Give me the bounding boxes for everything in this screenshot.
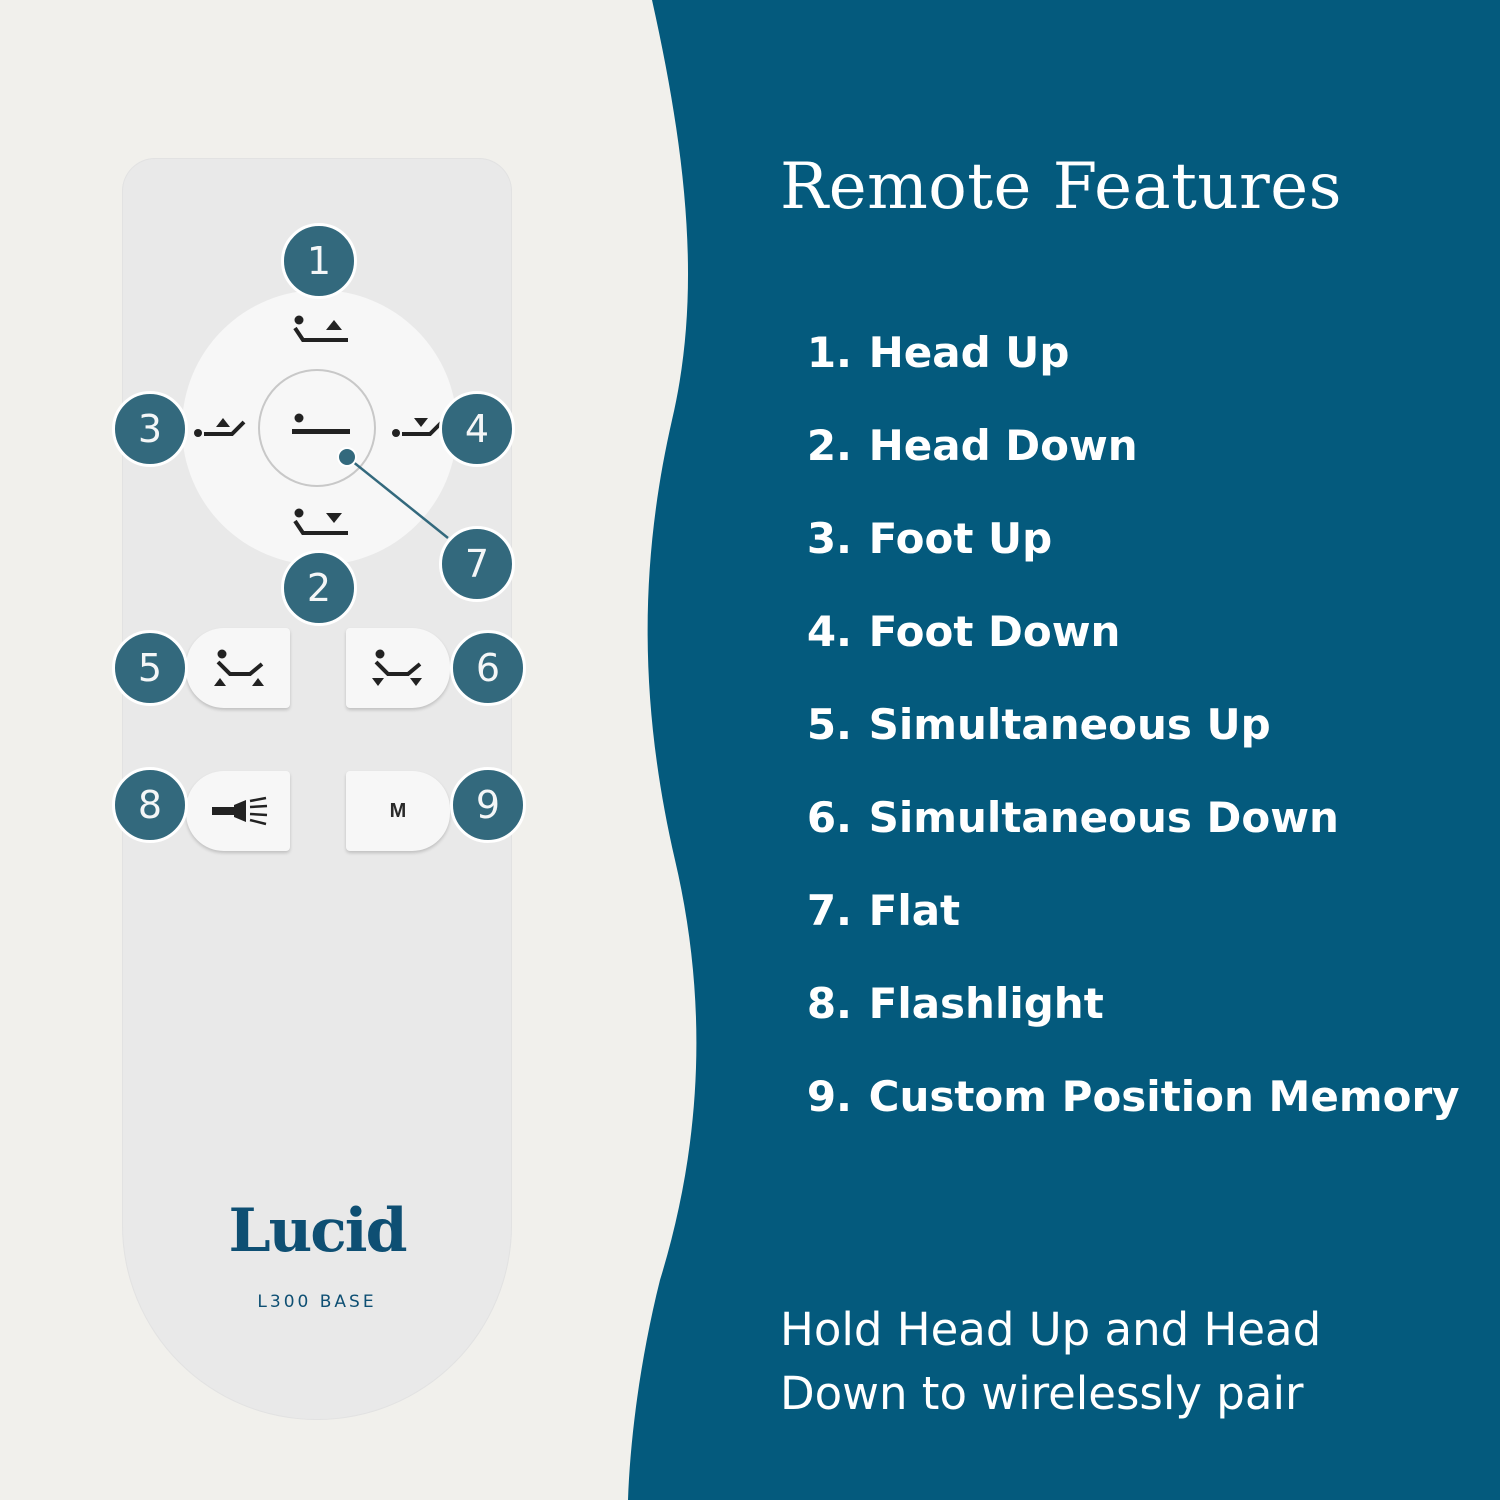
badge-7: 7 [439,526,515,602]
badge-5: 5 [112,630,188,706]
feature-item: 1. Head Up [780,328,1460,421]
feature-list: 1. Head Up 2. Head Down 3. Foot Up 4. Fo… [780,328,1460,1165]
badge-2: 2 [281,550,357,626]
feature-number: 8. [806,979,852,1028]
head-up-icon [293,315,348,342]
model-label: L300 BASE [257,1292,377,1312]
memory-button[interactable]: M [346,771,450,851]
flashlight-button[interactable] [186,771,290,851]
simultaneous-up-button[interactable] [186,628,290,708]
pairing-note-line-1: Hold Head Up and Head [780,1303,1322,1356]
feature-label: Foot Up [868,514,1053,563]
badge-9: 9 [450,767,526,843]
feature-item: 4. Foot Down [780,607,1460,700]
feature-item: 9. Custom Position Memory [780,1072,1460,1165]
flat-icon [292,413,350,434]
foot-up-icon [194,418,246,437]
feature-label: Foot Down [868,607,1121,656]
panel-title: Remote Features [780,150,1342,224]
feature-label: Flat [868,886,961,935]
simultaneous-up-icon [214,649,264,686]
simultaneous-down-button[interactable] [346,628,450,708]
badge-4: 4 [439,391,515,467]
feature-item: 6. Simultaneous Down [780,793,1460,886]
feature-item: 8. Flashlight [780,979,1460,1072]
feature-label: Simultaneous Up [868,700,1271,749]
brand-logo: Lucid [228,1196,407,1266]
feature-item: 5. Simultaneous Up [780,700,1460,793]
foot-down-icon [392,418,444,437]
feature-label: Flashlight [868,979,1104,1028]
feature-label: Head Up [868,328,1070,377]
feature-number: 9. [806,1072,852,1121]
memory-key-label: M [389,800,407,822]
feature-label: Simultaneous Down [868,793,1339,842]
feature-label: Custom Position Memory [868,1072,1460,1121]
feature-number: 4. [806,607,852,656]
pairing-note: Hold Head Up and Head Down to wirelessly… [780,1298,1420,1426]
feature-item: 2. Head Down [780,421,1460,514]
feature-number: 1. [806,328,852,377]
feature-number: 7. [806,886,852,935]
feature-number: 2. [806,421,852,470]
badge-3: 3 [112,391,188,467]
badge-6: 6 [450,630,526,706]
feature-number: 6. [806,793,852,842]
feature-item: 3. Foot Up [780,514,1460,607]
pairing-note-line-2: Down to wirelessly pair [780,1367,1304,1420]
feature-number: 5. [806,700,852,749]
badge-1: 1 [281,223,357,299]
feature-label: Head Down [868,421,1138,470]
badge-8: 8 [112,767,188,843]
flashlight-icon [212,796,268,826]
feature-number: 3. [806,514,852,563]
head-down-icon [293,508,348,535]
feature-item: 7. Flat [780,886,1460,979]
simultaneous-down-icon [372,649,422,686]
